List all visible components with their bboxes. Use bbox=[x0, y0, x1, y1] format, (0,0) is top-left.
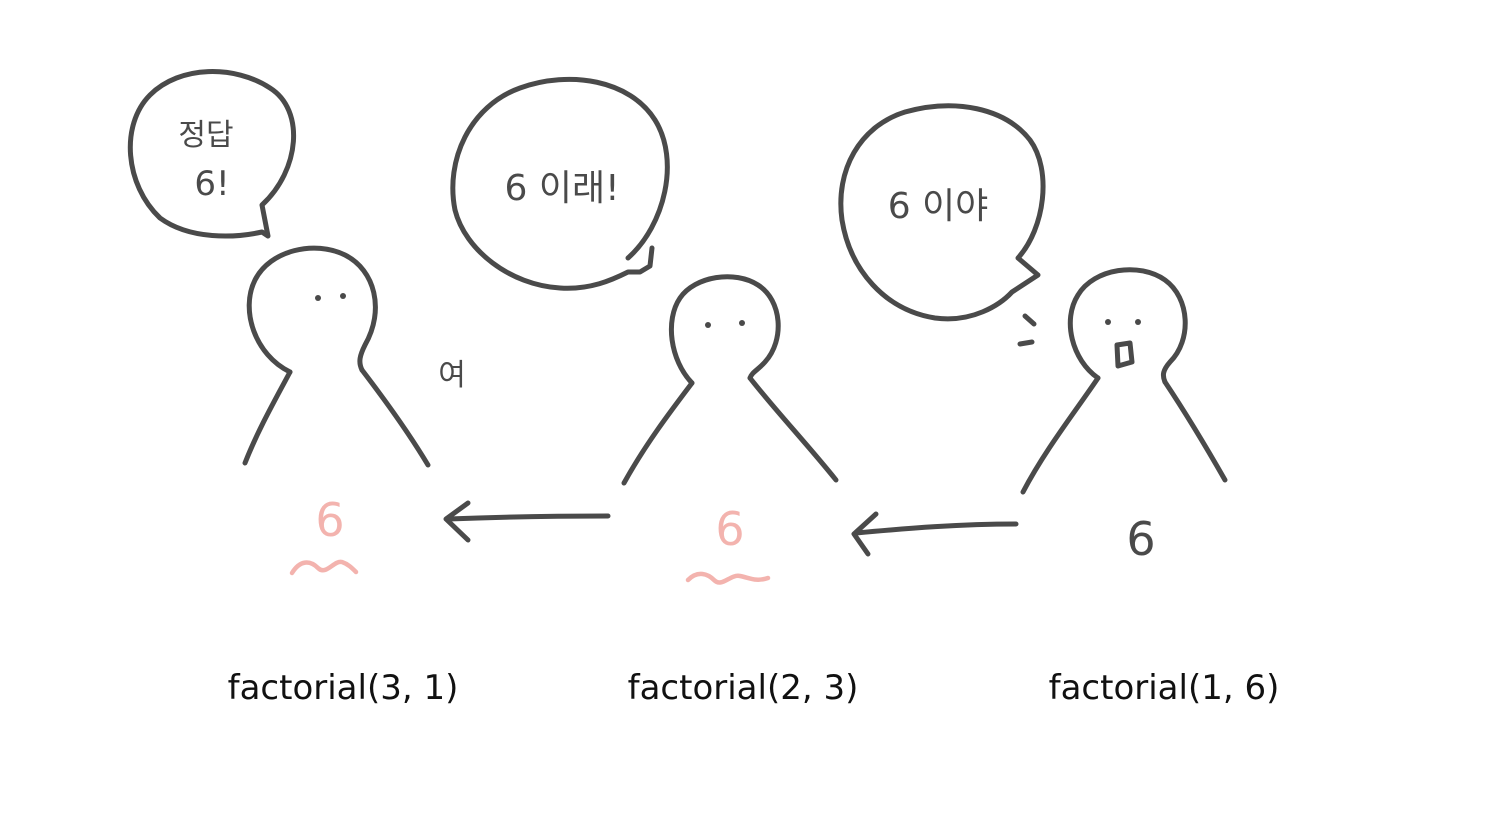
stick-person-3-body-left bbox=[1020, 375, 1101, 495]
caption-factorial-2-3: factorial(2, 3) bbox=[627, 668, 859, 708]
stick-person-2-eye-left bbox=[705, 322, 711, 328]
stick-person-1-head bbox=[246, 245, 378, 375]
arrow-figure3-to-figure2 bbox=[851, 511, 1019, 557]
returned-value-3: 6 bbox=[1126, 512, 1155, 566]
stick-person-2-head bbox=[668, 274, 781, 386]
stick-person-2-eye-right bbox=[739, 320, 745, 326]
arrow-figure2-to-figure1 bbox=[443, 500, 611, 543]
stick-person-1-body-right bbox=[359, 367, 431, 468]
caption-factorial-3-1: factorial(3, 1) bbox=[227, 668, 459, 708]
arrow-shaft-1 bbox=[445, 513, 611, 522]
stick-person-1-eye-right bbox=[340, 293, 346, 299]
speech-bubble-2 bbox=[450, 76, 670, 291]
returned-value-2: 6 bbox=[715, 502, 744, 556]
stick-person-3-body-right bbox=[1162, 379, 1228, 483]
speaking-lines bbox=[1017, 313, 1037, 347]
speech-text-2: 6 이래! bbox=[504, 168, 619, 209]
stick-person-1-body-left bbox=[242, 369, 293, 466]
speech-text-1-line1: 정답 bbox=[178, 118, 233, 153]
stick-person-1-eye-left bbox=[315, 295, 321, 301]
squiggle-underline-2 bbox=[685, 571, 771, 585]
stick-person-3-eye-right bbox=[1135, 319, 1141, 325]
squiggle-underline-1 bbox=[289, 559, 359, 576]
stick-person-2-body-left bbox=[621, 380, 695, 486]
arrow-head-2 bbox=[851, 511, 879, 557]
arrow-shaft-2 bbox=[853, 521, 1019, 536]
caption-factorial-1-6: factorial(1, 6) bbox=[1048, 668, 1280, 708]
speech-bubble-1 bbox=[127, 69, 297, 239]
aside-text-1: 여 bbox=[438, 358, 466, 393]
returned-value-1: 6 bbox=[315, 493, 344, 547]
stick-person-2-body-right bbox=[747, 375, 839, 483]
speech-text-1-line2: 6! bbox=[194, 164, 229, 204]
stick-person-3-head bbox=[1067, 267, 1188, 385]
speech-bubble-3 bbox=[838, 103, 1046, 322]
arrow-head-1 bbox=[443, 500, 471, 543]
stick-person-3-eye-left bbox=[1105, 319, 1111, 325]
speech-text-3: 6 이야 bbox=[888, 186, 989, 227]
figure-2: 6 이래! 6 bbox=[450, 76, 839, 585]
stick-person-3-mouth bbox=[1114, 340, 1135, 369]
figure-1: 정답 6! 여 6 bbox=[127, 69, 466, 576]
figure-3: 6 이야 6 bbox=[838, 103, 1228, 566]
